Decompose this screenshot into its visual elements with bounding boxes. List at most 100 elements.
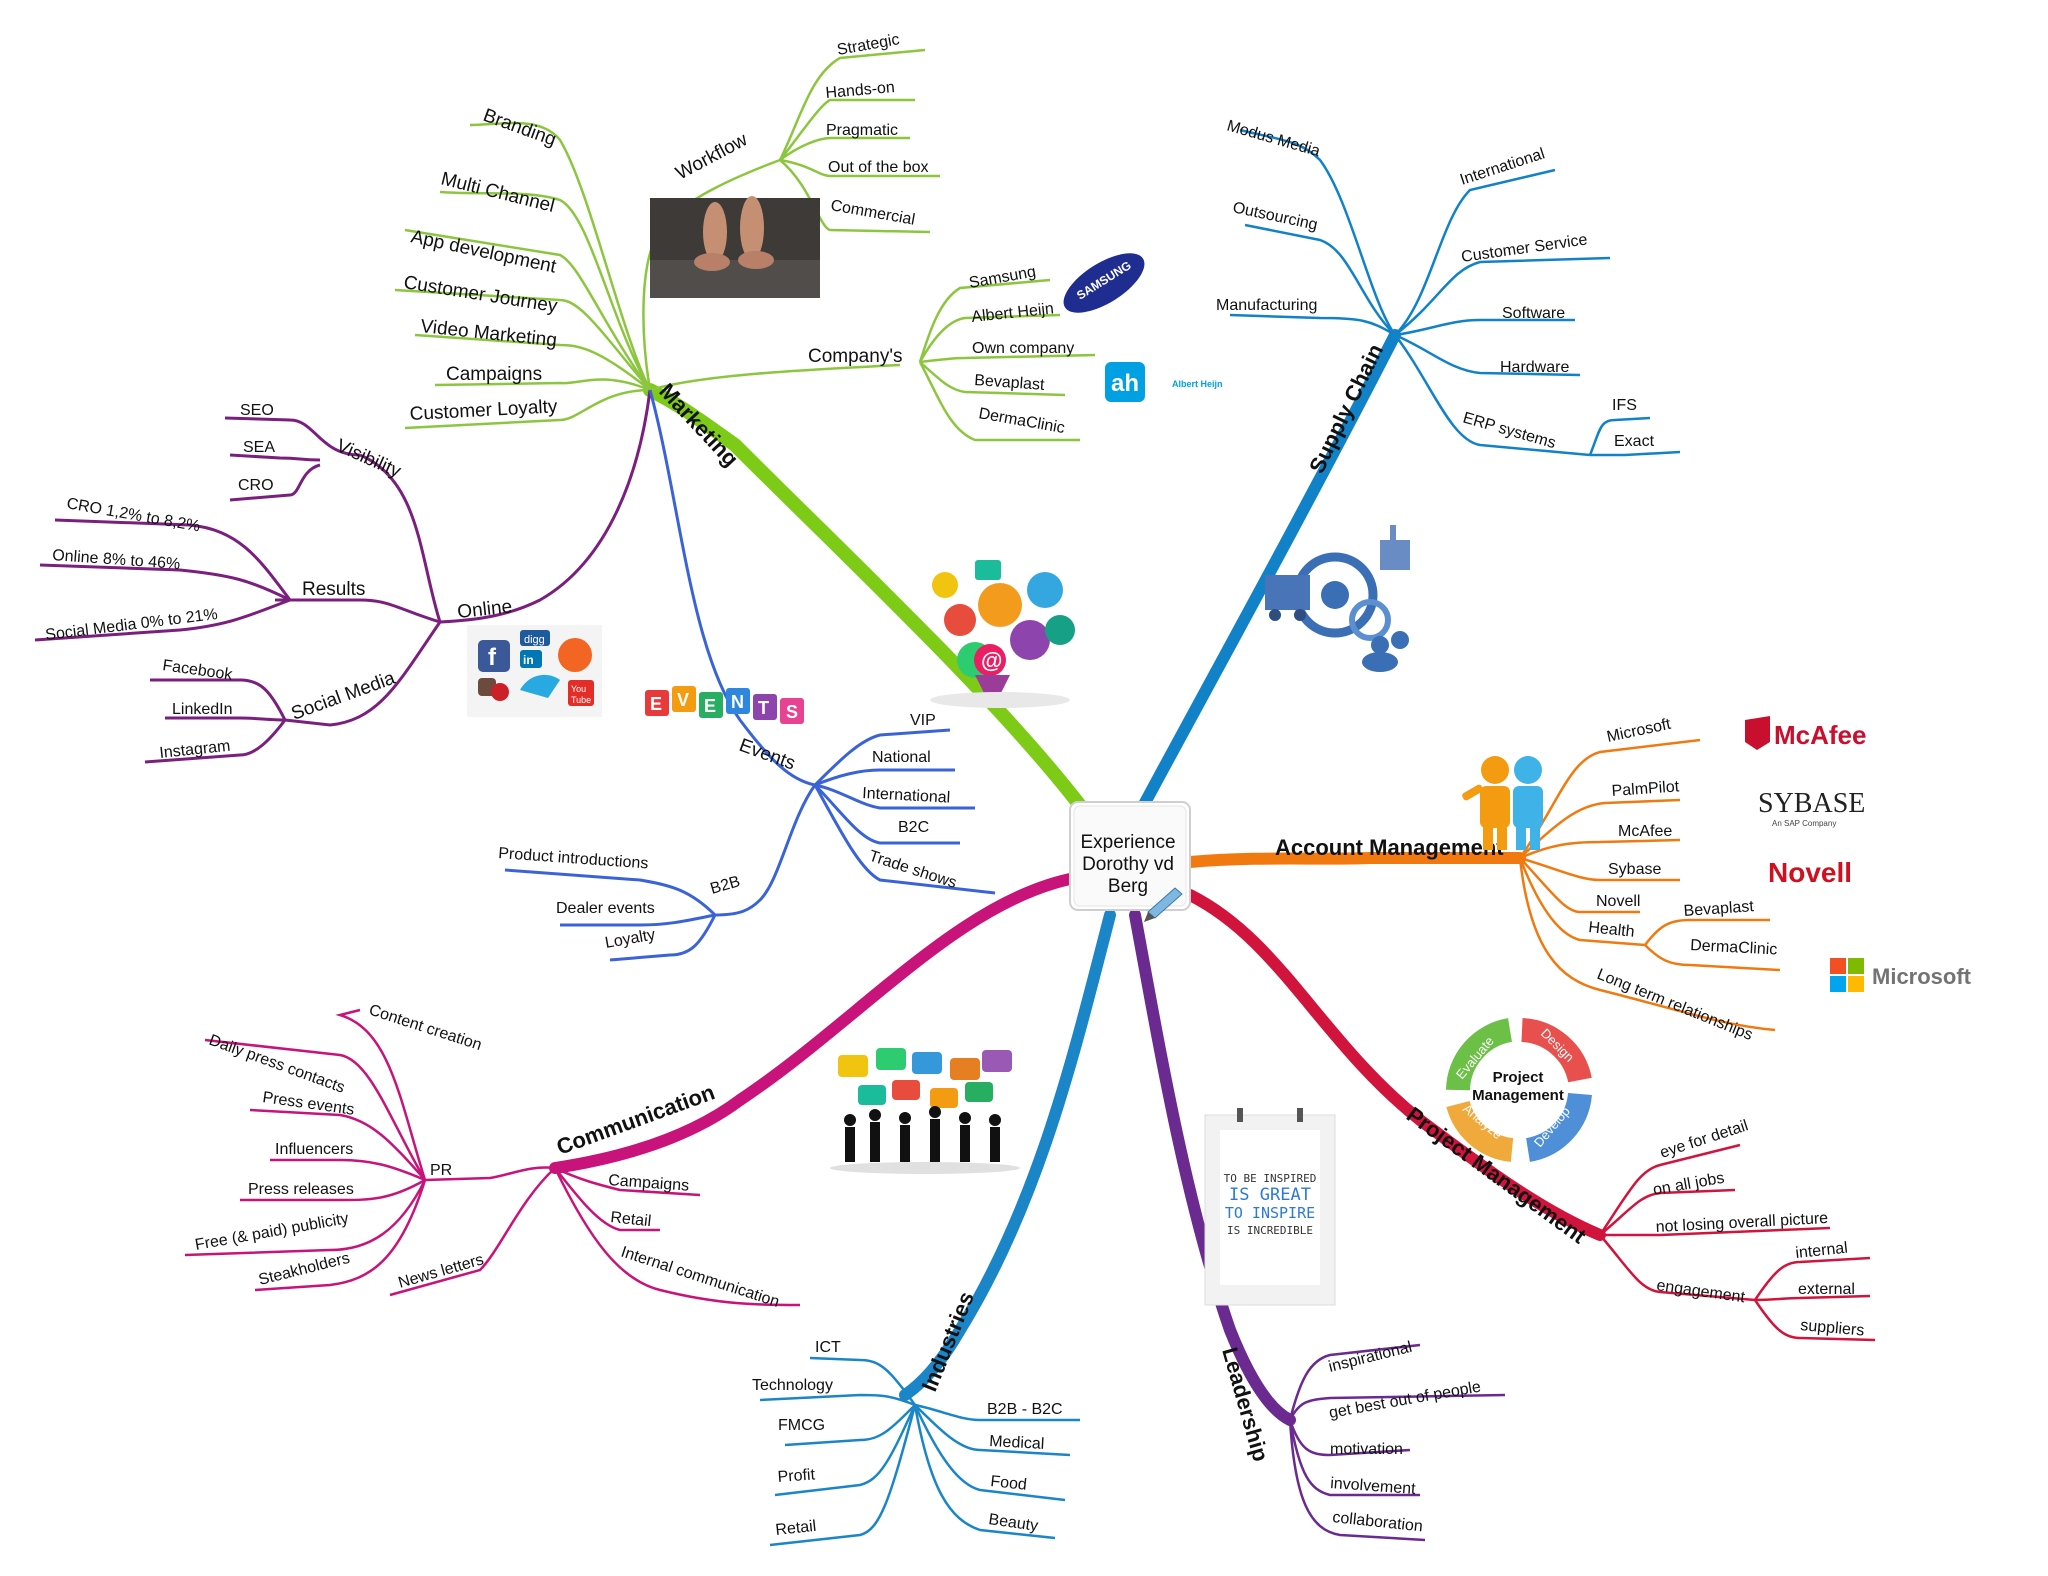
events-item[interactable]: Trade shows: [867, 848, 959, 892]
supply-item[interactable]: Outsourcing: [1231, 199, 1319, 234]
channel-item[interactable]: Customer Journey: [402, 272, 559, 317]
engagement-item[interactable]: external: [1798, 1281, 1855, 1298]
account-item[interactable]: McAfee: [1618, 823, 1672, 840]
health-item[interactable]: Bevaplast: [1683, 898, 1755, 920]
marketing-icons-cloud: @: [930, 560, 1075, 708]
visibility-item[interactable]: CRO: [238, 477, 274, 494]
engagement-item[interactable]: suppliers: [1800, 1317, 1865, 1340]
company-item[interactable]: DermaClinic: [977, 405, 1066, 437]
leadership-item[interactable]: involvement: [1330, 1475, 1417, 1498]
industry-item[interactable]: B2B - B2C: [987, 1401, 1063, 1418]
companys-label[interactable]: Company's: [808, 346, 902, 367]
results-label[interactable]: Results: [302, 579, 365, 600]
channel-item[interactable]: Multi Channel: [439, 168, 557, 216]
account-item[interactable]: Novell: [1596, 893, 1640, 910]
events-item[interactable]: B2C: [898, 819, 929, 836]
pr-item[interactable]: Free (& paid) publicity: [194, 1210, 350, 1254]
supply-chain-label[interactable]: Supply Chain: [1304, 340, 1388, 477]
leadership-item[interactable]: motivation: [1330, 1441, 1403, 1458]
visibility-item[interactable]: SEO: [240, 402, 274, 419]
workflow-item[interactable]: Pragmatic: [826, 122, 898, 139]
industry-item[interactable]: ICT: [815, 1339, 841, 1356]
events-letter: T: [758, 698, 769, 718]
linkedin-text: in: [523, 653, 534, 667]
account-item[interactable]: Microsoft: [1605, 716, 1673, 746]
center-node[interactable]: Experience Dorothy vd Berg: [1069, 801, 1191, 922]
pr-item[interactable]: Influencers: [275, 1141, 353, 1158]
account-management-label[interactable]: Account Management: [1275, 835, 1504, 860]
account-item[interactable]: Sybase: [1608, 861, 1661, 878]
events-item[interactable]: International: [862, 785, 951, 807]
industry-item[interactable]: FMCG: [778, 1417, 825, 1434]
microsoft-text: Microsoft: [1872, 964, 1972, 989]
workflow-item[interactable]: Commercial: [829, 197, 916, 229]
industries-label[interactable]: Industries: [916, 1288, 979, 1395]
channel-item[interactable]: App development: [409, 226, 559, 277]
erp-item[interactable]: IFS: [1612, 397, 1637, 414]
industry-item[interactable]: Medical: [989, 1433, 1045, 1453]
channel-item[interactable]: Branding: [480, 105, 559, 151]
ah-mark: ah: [1111, 370, 1139, 397]
company-item[interactable]: Samsung: [968, 263, 1038, 291]
b2b-item[interactable]: Product introductions: [498, 845, 649, 872]
supply-item[interactable]: Modus Media: [1225, 118, 1322, 161]
leadership-item[interactable]: inspirational: [1327, 1339, 1414, 1376]
channel-item[interactable]: Campaigns: [446, 364, 542, 385]
center-line-2: Dorothy vd: [1082, 854, 1174, 875]
b2b-label[interactable]: B2B: [708, 873, 742, 898]
events-label[interactable]: Events: [736, 735, 798, 775]
events-item[interactable]: VIP: [910, 712, 936, 729]
industry-item[interactable]: Profit: [777, 1466, 816, 1486]
project-item[interactable]: on all jobs: [1652, 1170, 1726, 1199]
leadership-item[interactable]: get best out of people: [1328, 1378, 1483, 1421]
health-label[interactable]: Health: [1588, 919, 1636, 941]
pr-item[interactable]: Press releases: [248, 1181, 354, 1198]
cycle-center: Project: [1493, 1069, 1544, 1086]
account-item[interactable]: PalmPilot: [1611, 778, 1680, 800]
company-item[interactable]: Own company: [972, 340, 1074, 357]
social-item[interactable]: Instagram: [159, 738, 232, 762]
supply-item[interactable]: Software: [1502, 305, 1565, 322]
events-letter: E: [650, 694, 662, 714]
results-item[interactable]: Social Media 0% to 21%: [44, 606, 218, 644]
b2b-item[interactable]: Dealer events: [556, 900, 655, 917]
visibility-item[interactable]: SEA: [243, 439, 275, 456]
industry-item[interactable]: Food: [990, 1473, 1028, 1494]
online-label[interactable]: Online: [456, 596, 513, 623]
erp-item[interactable]: Exact: [1614, 433, 1655, 450]
communication-item[interactable]: Campaigns: [608, 1172, 690, 1195]
albert-heijn-logo: ah Albert Heijn: [1105, 362, 1223, 402]
workflow-item[interactable]: Hands-on: [825, 79, 896, 102]
engagement-label[interactable]: engagement: [1655, 1277, 1746, 1306]
pr-label[interactable]: PR: [430, 1162, 452, 1179]
results-item[interactable]: CRO 1,2% to 8,2%: [65, 495, 201, 535]
pr-item[interactable]: Daily press contacts: [207, 1032, 347, 1097]
industry-item[interactable]: Beauty: [987, 1511, 1039, 1535]
marketing-label[interactable]: Marketing: [654, 378, 743, 471]
health-item[interactable]: DermaClinic: [1690, 937, 1778, 959]
communication-item[interactable]: Retail: [610, 1209, 652, 1230]
erp-label[interactable]: ERP systems: [1461, 410, 1558, 453]
industry-item[interactable]: Retail: [775, 1518, 817, 1539]
mcafee-logo: McAfee: [1745, 716, 1866, 750]
long-term-label[interactable]: Long term relationships: [1595, 966, 1756, 1044]
communication-crowd-icon: [830, 1048, 1020, 1174]
industry-item[interactable]: Technology: [752, 1377, 833, 1394]
b2b-item[interactable]: Loyalty: [604, 926, 657, 952]
visibility-label[interactable]: Visibility: [333, 435, 404, 482]
supply-item[interactable]: Hardware: [1500, 359, 1569, 376]
workflow-item[interactable]: Out of the box: [828, 159, 929, 176]
sybase-text: SYBASE: [1758, 788, 1865, 819]
communication-item[interactable]: Internal communication: [619, 1244, 782, 1311]
pr-item[interactable]: Content creation: [367, 1002, 484, 1054]
leadership-item[interactable]: collaboration: [1332, 1509, 1424, 1535]
social-item[interactable]: LinkedIn: [172, 701, 233, 718]
engagement-item[interactable]: internal: [1795, 1240, 1849, 1262]
company-item[interactable]: Albert Heijn: [971, 300, 1055, 326]
events-item[interactable]: National: [872, 749, 931, 766]
channel-item[interactable]: Video Marketing: [419, 316, 557, 351]
company-item[interactable]: Bevaplast: [974, 372, 1046, 394]
supply-item[interactable]: Manufacturing: [1216, 297, 1317, 314]
events-cubes: E V E N T S: [645, 686, 804, 724]
social-media-label[interactable]: Social Media: [289, 668, 399, 725]
